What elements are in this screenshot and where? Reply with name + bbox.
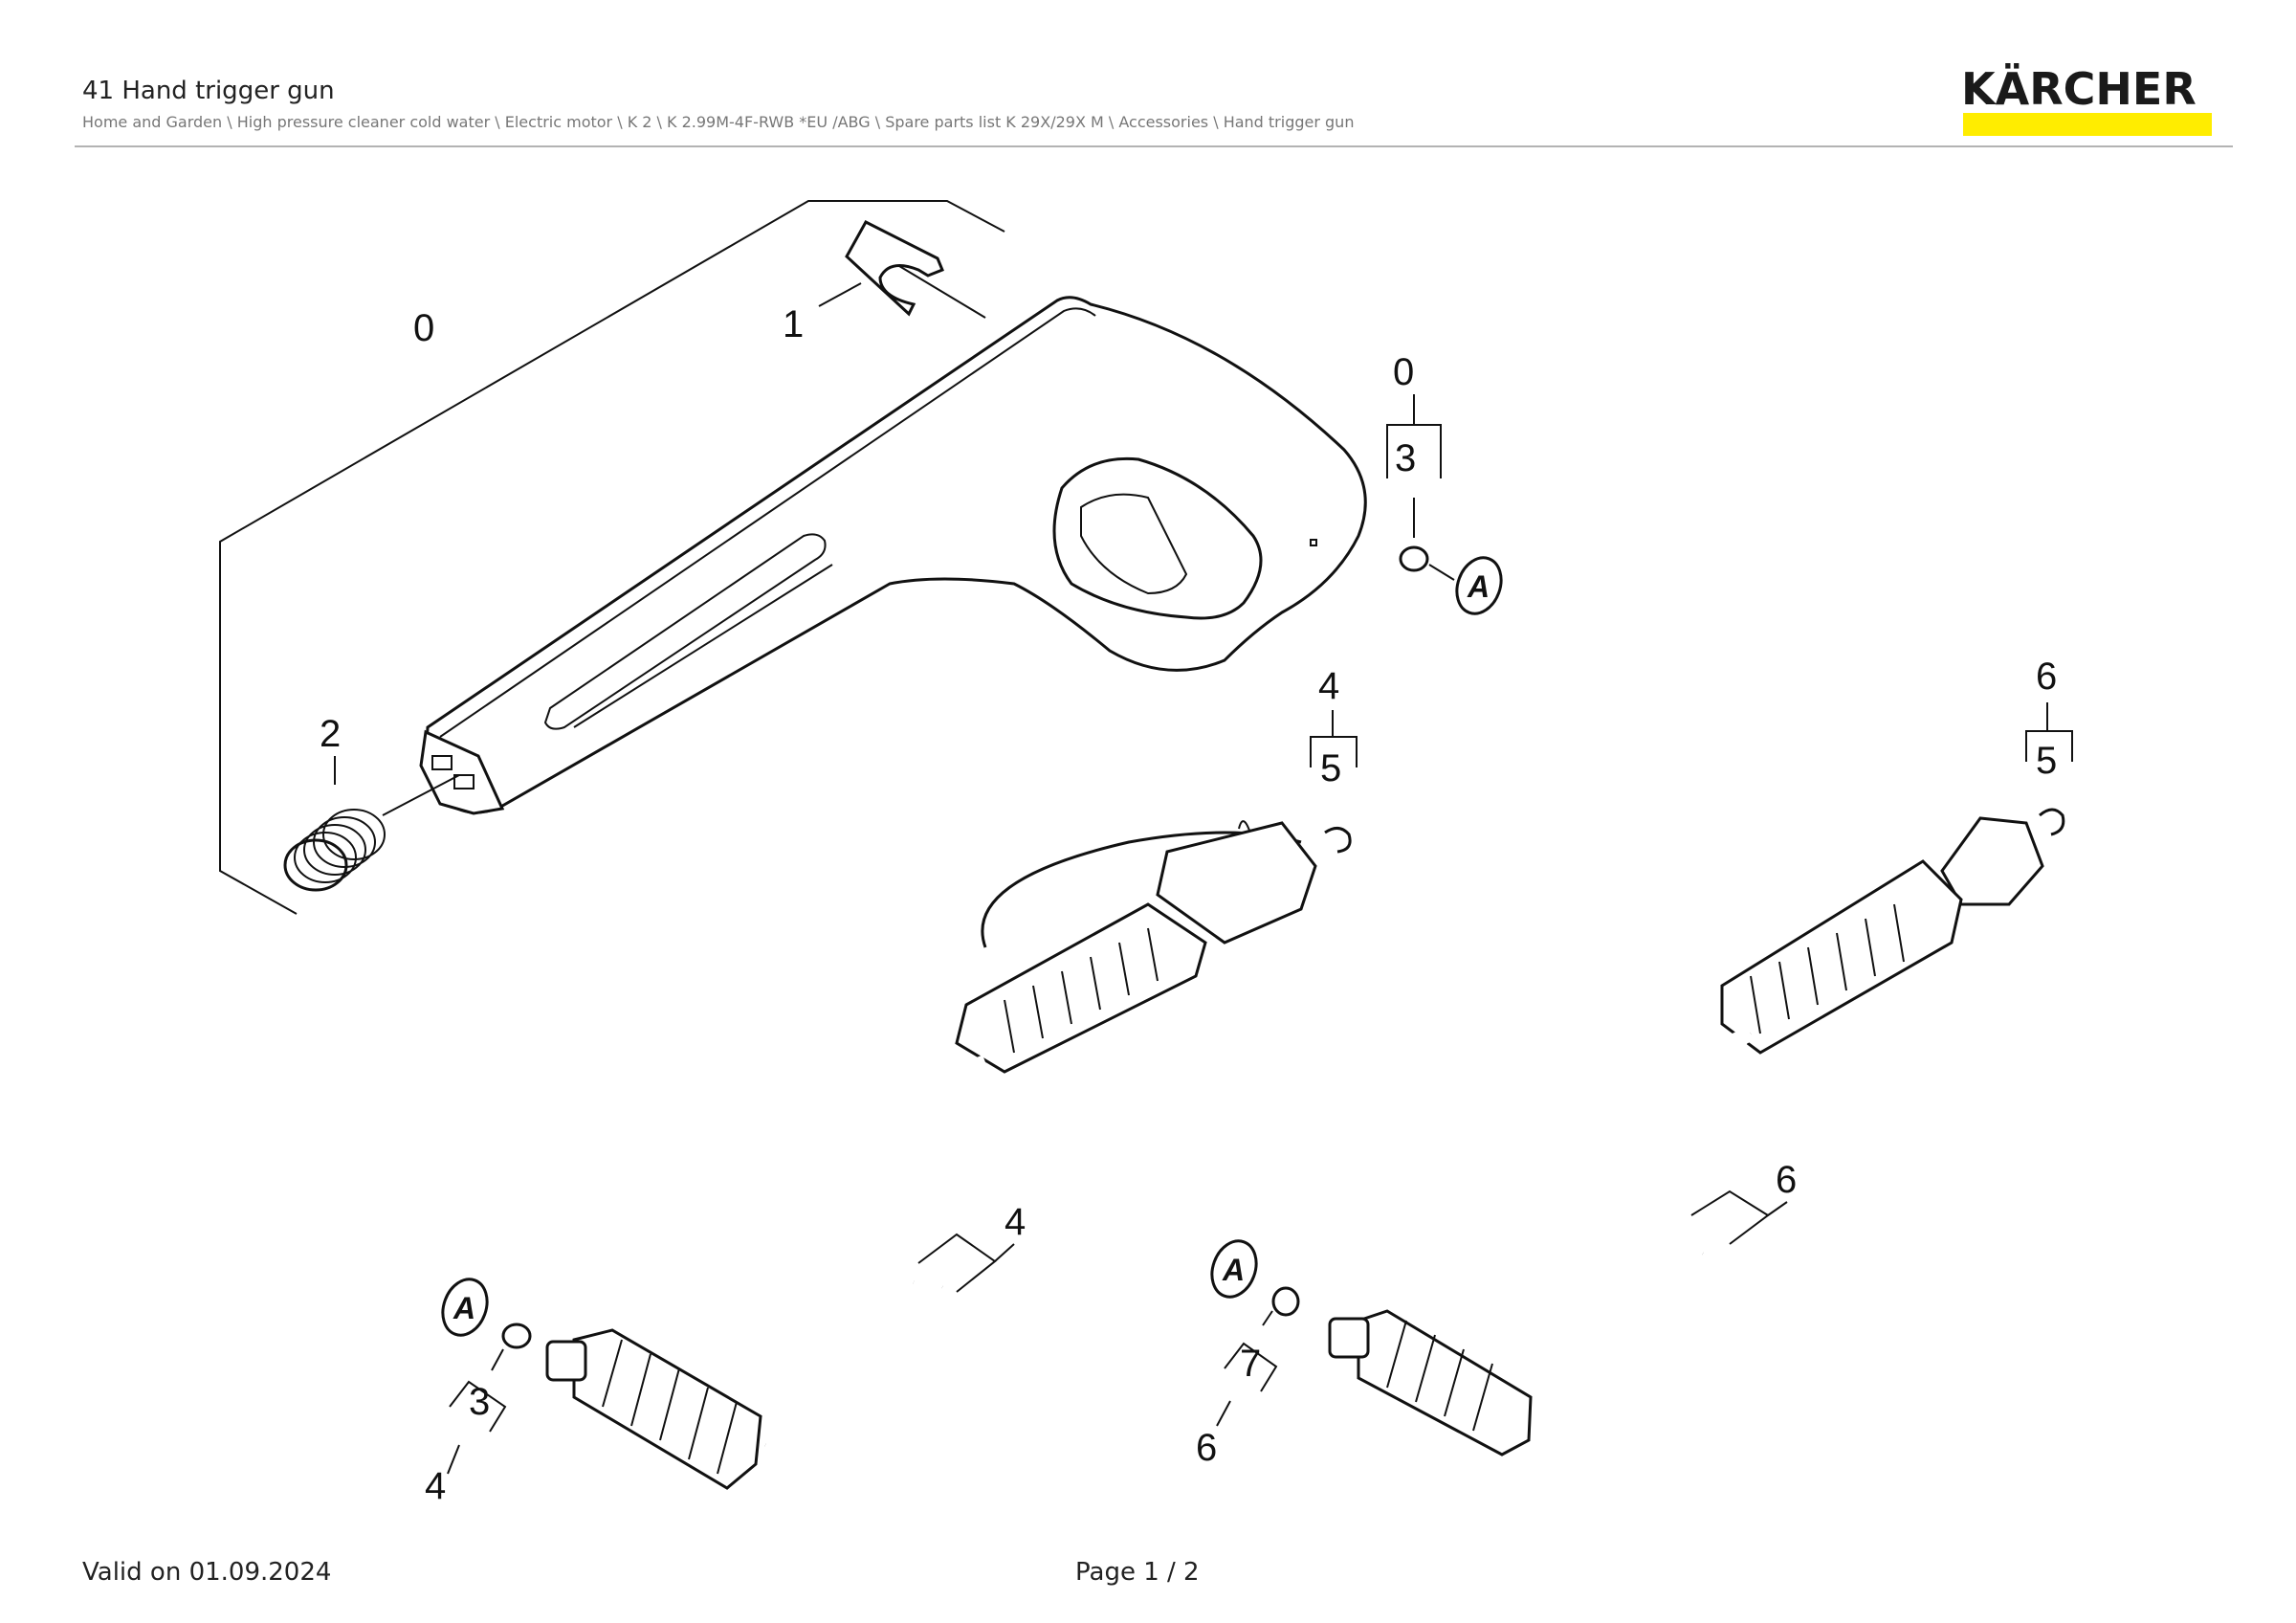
callout-hose2-mid: 6 bbox=[1776, 1159, 1797, 1201]
logo-yellow-bar bbox=[1963, 113, 2212, 136]
reference-mark-a-hose2: A bbox=[1222, 1253, 1245, 1287]
callout-hose1-bottom-group: 4 bbox=[425, 1465, 446, 1507]
hose-1 bbox=[441, 710, 1358, 1490]
callout-hose1-bottom-seal: 3 bbox=[469, 1381, 490, 1423]
reference-mark-a-top: A bbox=[1467, 569, 1490, 604]
page-title: 41 Hand trigger gun bbox=[82, 77, 335, 105]
callout-gun-assembly: 0 bbox=[413, 307, 434, 349]
callout-hose1-top-group: 4 bbox=[1318, 665, 1339, 707]
callout-oring-top: 3 bbox=[1395, 437, 1416, 479]
callout-hose2-bottom-group: 6 bbox=[1196, 1427, 1217, 1469]
trigger-gun-body bbox=[419, 296, 1367, 815]
header-divider bbox=[75, 145, 2233, 147]
callout-clip: 1 bbox=[783, 303, 804, 345]
page-number: Page 1 / 2 bbox=[1075, 1558, 1200, 1587]
breadcrumb: Home and Garden \ High pressure cleaner … bbox=[82, 113, 1355, 131]
callout-oring-top-group: 0 bbox=[1393, 351, 1414, 393]
callout-hose1-mid: 4 bbox=[1004, 1201, 1026, 1243]
validity-date: Valid on 01.09.2024 bbox=[82, 1558, 332, 1587]
callout-hose2-top-group: 6 bbox=[2036, 656, 2057, 698]
karcher-logo: KÄRCHER bbox=[1961, 63, 2197, 115]
clip-part bbox=[818, 220, 986, 319]
hose-2 bbox=[1210, 702, 2073, 1456]
reference-mark-a-hose1: A bbox=[453, 1291, 475, 1325]
gun-assembly-bracket bbox=[219, 200, 1005, 915]
callout-hose2-bottom-seal: 7 bbox=[1240, 1343, 1261, 1385]
oring-top-group bbox=[1386, 394, 1503, 615]
spring-part bbox=[283, 756, 460, 892]
callout-spring: 2 bbox=[320, 713, 341, 755]
callout-hose2-top-seal: 5 bbox=[2036, 740, 2057, 782]
callout-hose1-top-seal: 5 bbox=[1320, 747, 1341, 789]
